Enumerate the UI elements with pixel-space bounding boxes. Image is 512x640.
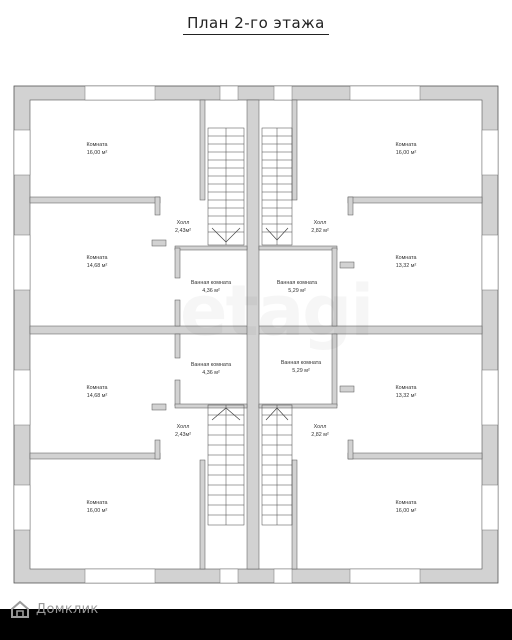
room-area: 2,43м²: [175, 432, 191, 438]
room-name: Комната: [86, 142, 107, 148]
plan-title: План 2-го этажа: [0, 14, 512, 35]
inner-walls: [29, 99, 483, 570]
brand-name: Домклик: [36, 601, 99, 617]
room-area: 14,68 м²: [87, 263, 108, 269]
room-area: 16,00 м²: [396, 150, 417, 156]
staircases: [207, 127, 293, 526]
room-name: Комната: [86, 255, 107, 261]
room-area: 2,43м²: [175, 228, 191, 234]
room-area: 2,82 м²: [311, 228, 329, 234]
room-name: Комната: [395, 142, 416, 148]
room-name: Комната: [395, 500, 416, 506]
room-area: 13,32 м²: [396, 263, 417, 269]
house-icon: [11, 600, 29, 618]
room-area: 13,32 м²: [396, 393, 417, 399]
room-name: Ванная комната: [281, 360, 321, 366]
floor-plan-drawing: Комната 16,00 м² Комната 16,00 м² Холл 2…: [13, 85, 499, 584]
room-area: 5,29 м²: [288, 288, 306, 294]
brand-logo: Домклик: [10, 598, 98, 620]
watermark: etagi: [180, 270, 372, 352]
room-name: Комната: [395, 385, 416, 391]
windows: [13, 85, 499, 584]
room-area: 16,00 м²: [87, 508, 108, 514]
room-name: Ванная комната: [277, 280, 317, 286]
room-labels: Комната 16,00 м² Комната 16,00 м² Холл 2…: [86, 142, 416, 514]
room-name: Комната: [86, 385, 107, 391]
room-name: Ванная комната: [191, 362, 231, 368]
room-area: 4,36 м²: [202, 288, 220, 294]
room-name: Комната: [395, 255, 416, 261]
room-area: 2,82 м²: [311, 432, 329, 438]
floor-plan-sheet: План 2-го этажа: [0, 0, 512, 609]
room-name: Холл: [177, 220, 190, 226]
room-name: Холл: [314, 424, 327, 430]
room-name: Комната: [86, 500, 107, 506]
room-area: 4,36 м²: [202, 370, 220, 376]
room-area: 5,29 м²: [292, 368, 310, 374]
room-name: Ванная комната: [191, 280, 231, 286]
room-area: 16,00 м²: [87, 150, 108, 156]
room-name: Холл: [177, 424, 190, 430]
room-name: Холл: [314, 220, 327, 226]
room-area: 14,68 м²: [87, 393, 108, 399]
room-area: 16,00 м²: [396, 508, 417, 514]
